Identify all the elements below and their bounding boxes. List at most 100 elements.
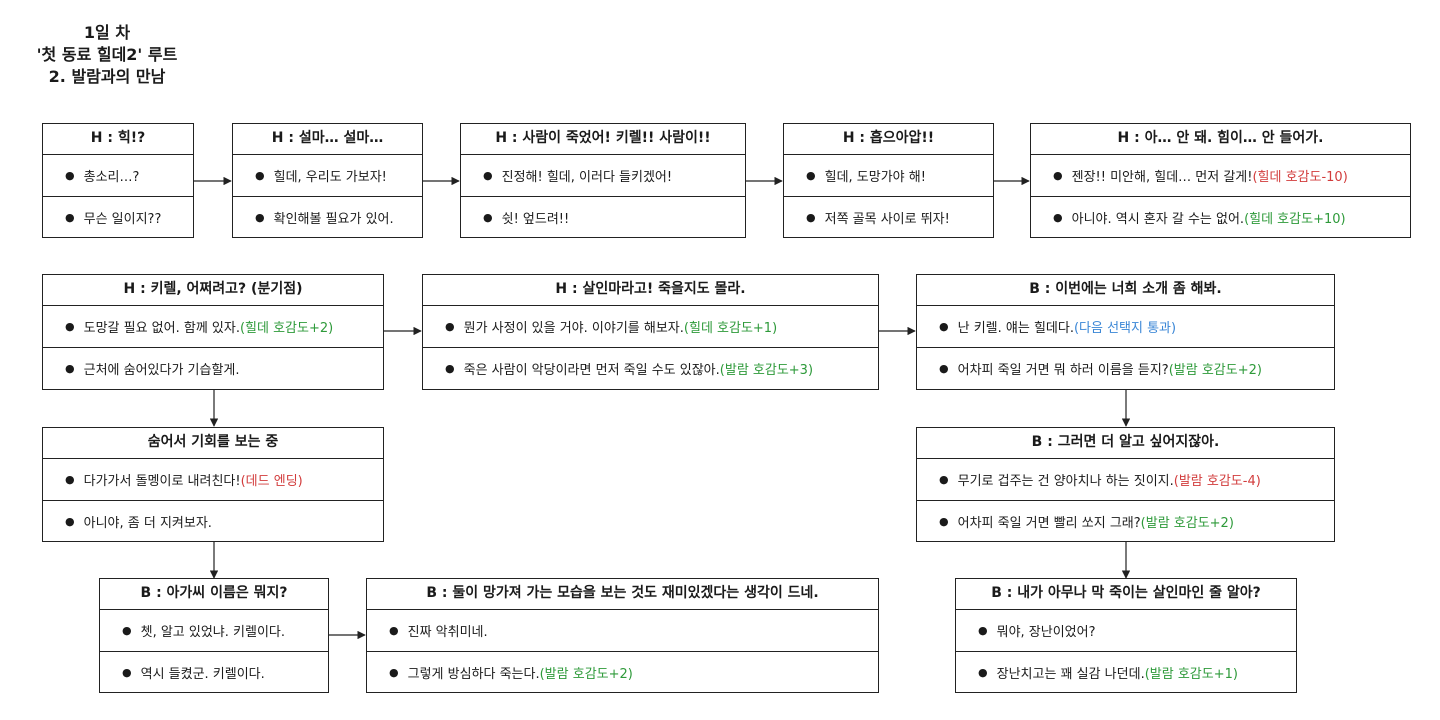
node-n11: B : 아가씨 이름은 뭐지? ●쳇, 알고 있었냐. 키렐이다. ●역시 들켰…	[99, 578, 329, 693]
choice-option[interactable]: ●진정해! 힐데, 이러다 들키겠어!	[461, 155, 745, 196]
choice-option[interactable]: ● 죽은 사람이 악당이라면 먼저 죽일 수도 있잖아. (발람 호감도+3)	[423, 347, 878, 389]
heading-route: '첫 동료 힐데2' 루트	[36, 45, 178, 64]
choice-option[interactable]: ●어차피 죽일 거면 뭐 하러 이름을 듣지? (발람 호감도+2)	[917, 347, 1334, 389]
choice-option[interactable]: ● 뭔가 사정이 있을 거야. 이야기를 해보자. (힐데 호감도+1)	[423, 306, 878, 347]
choice-text: 그렇게 방심하다 죽는다.	[407, 667, 540, 682]
affinity-effect: (발람 호감도+2)	[539, 667, 633, 682]
bullet-icon: ●	[65, 320, 75, 333]
choice-option[interactable]: ●다가가서 돌멩이로 내려친다! (데드 엔딩)	[43, 459, 383, 500]
choice-option[interactable]: ●역시 들켰군. 키렐이다.	[100, 651, 328, 693]
bullet-icon: ●	[389, 624, 399, 637]
affinity-effect: (발람 호감도+1)	[1144, 667, 1238, 682]
choice-option[interactable]: ● 진짜 악취미네.	[367, 610, 878, 651]
choice-text: 도망갈 필요 없어. 함께 있자.	[83, 321, 240, 336]
bullet-icon: ●	[445, 362, 455, 375]
choice-text: 다가가서 돌멩이로 내려친다!	[83, 474, 241, 489]
choice-text: 장난치고는 꽤 실감 나던데.	[996, 667, 1145, 682]
choice-option[interactable]: ●힐데, 도망가야 해!	[784, 155, 993, 196]
choice-text: 무슨 일이지??	[83, 212, 162, 227]
choice-option[interactable]: ●쳇, 알고 있었냐. 키렐이다.	[100, 610, 328, 651]
bullet-icon: ●	[483, 211, 493, 224]
affinity-effect: (다음 선택지 통과)	[1073, 321, 1177, 336]
choice-option[interactable]: ●확인해볼 필요가 있어.	[233, 196, 422, 238]
choice-text: 죽은 사람이 악당이라면 먼저 죽일 수도 있잖아.	[463, 363, 720, 378]
node-title: B : 둘이 망가져 가는 모습을 보는 것도 재미있겠다는 생각이 드네.	[367, 579, 878, 610]
node-title: 숨어서 기회를 보는 중	[43, 428, 383, 459]
bullet-icon: ●	[806, 211, 816, 224]
bullet-icon: ●	[939, 320, 949, 333]
choice-option[interactable]: ● 총소리…?	[43, 155, 193, 196]
choice-text: 어차피 죽일 거면 빨리 쏘지 그래?	[957, 516, 1141, 531]
bullet-icon: ●	[939, 515, 949, 528]
choice-text: 근처에 숨어있다가 기습할게.	[83, 363, 240, 378]
bullet-icon: ●	[65, 211, 75, 224]
bullet-icon: ●	[939, 473, 949, 486]
choice-option[interactable]: ●힐데, 우리도 가보자!	[233, 155, 422, 196]
choice-option[interactable]: ● 도망갈 필요 없어. 함께 있자. (힐데 호감도+2)	[43, 306, 383, 347]
node-n10: B : 그러면 더 알고 싶어지잖아. ●무기로 겁주는 건 양아치나 하는 짓…	[916, 427, 1335, 542]
affinity-effect: (힐데 호감도+10)	[1244, 212, 1346, 227]
node-n13: B : 내가 아무나 막 죽이는 살인마인 줄 알아? ●뭐야, 장난이었어? …	[955, 578, 1297, 693]
heading-day: 1일 차	[83, 23, 131, 42]
node-title: B : 아가씨 이름은 뭐지?	[100, 579, 328, 610]
bullet-icon: ●	[122, 624, 132, 637]
bullet-icon: ●	[65, 362, 75, 375]
bullet-icon: ●	[65, 169, 75, 182]
affinity-effect: (힐데 호감도+2)	[239, 321, 334, 336]
node-n2: H : 설마… 설마… ●힐데, 우리도 가보자! ●확인해볼 필요가 있어.	[232, 123, 423, 238]
node-n12: B : 둘이 망가져 가는 모습을 보는 것도 재미있겠다는 생각이 드네. ●…	[366, 578, 879, 693]
bullet-icon: ●	[1053, 211, 1063, 224]
choice-text: 아니야. 역시 혼자 갈 수는 없어.	[1071, 212, 1245, 227]
choice-text: 힐데, 우리도 가보자!	[273, 170, 387, 185]
heading-chapter: 2. 발람과의 만남	[48, 67, 166, 86]
bullet-icon: ●	[483, 169, 493, 182]
node-title: H : 힉!?	[43, 124, 193, 155]
bullet-icon: ●	[122, 666, 132, 679]
node-title: B : 이번에는 너희 소개 좀 해봐.	[917, 275, 1334, 306]
node-title: H : 사람이 죽었어! 키렐!! 사람이!!	[461, 124, 745, 155]
choice-text: 저쪽 골목 사이로 뛰자!	[824, 212, 950, 227]
affinity-effect: (발람 호감도-4)	[1173, 474, 1261, 489]
choice-option[interactable]: ● 무기로 겁주는 건 양아치나 하는 짓이지. (발람 호감도-4)	[917, 459, 1334, 500]
choice-option[interactable]: ● 쉿! 엎드려!!	[461, 196, 745, 238]
node-n6: H : 키렐, 어쩌려고? (분기점) ● 도망갈 필요 없어. 함께 있자. (…	[42, 274, 384, 390]
choice-text: 힐데, 도망가야 해!	[824, 170, 926, 185]
bullet-icon: ●	[65, 515, 75, 528]
choice-option[interactable]: ● 아니야, 좀 더 지켜보자.	[43, 500, 383, 542]
node-title: H : 아… 안 돼. 힘이… 안 들어가.	[1031, 124, 1410, 155]
choice-text: 아니야, 좀 더 지켜보자.	[83, 516, 212, 531]
affinity-effect: (힐데 호감도-10)	[1252, 170, 1348, 185]
affinity-effect: (발람 호감도+3)	[719, 363, 814, 378]
diagram-heading: 1일 차 '첫 동료 힐데2' 루트 2. 발람과의 만남	[12, 22, 202, 88]
node-n4: H : 흡으아압!! ●힐데, 도망가야 해! ●저쪽 골목 사이로 뛰자!	[783, 123, 994, 238]
node-title: H : 키렐, 어쩌려고? (분기점)	[43, 275, 383, 306]
node-title: H : 살인마라고! 죽을지도 몰라.	[423, 275, 878, 306]
choice-text: 젠장!! 미안해, 힐데… 먼저 갈게!	[1071, 170, 1253, 185]
bullet-icon: ●	[978, 624, 988, 637]
choice-option[interactable]: ● 근처에 숨어있다가 기습할게.	[43, 347, 383, 389]
choice-option[interactable]: ●젠장!! 미안해, 힐데… 먼저 갈게! (힐데 호감도-10)	[1031, 155, 1410, 196]
choice-text: 쉿! 엎드려!!	[501, 212, 570, 227]
bullet-icon: ●	[445, 320, 455, 333]
choice-option[interactable]: ● 무슨 일이지??	[43, 196, 193, 238]
node-title: H : 설마… 설마…	[233, 124, 422, 155]
choice-option[interactable]: ● 아니야. 역시 혼자 갈 수는 없어. (힐데 호감도+10)	[1031, 196, 1410, 238]
choice-option[interactable]: ● 저쪽 골목 사이로 뛰자!	[784, 196, 993, 238]
choice-text: 무기로 겁주는 건 양아치나 하는 짓이지.	[957, 474, 1174, 489]
choice-text: 뭔가 사정이 있을 거야. 이야기를 해보자.	[463, 321, 684, 336]
choice-option[interactable]: ● 뭐야, 장난이었어?	[956, 610, 1296, 651]
node-n8: B : 이번에는 너희 소개 좀 해봐. ●난 키렐. 얘는 힐데다. (다음 …	[916, 274, 1335, 390]
choice-text: 총소리…?	[83, 170, 140, 185]
choice-option[interactable]: ●어차피 죽일 거면 빨리 쏘지 그래? (발람 호감도+2)	[917, 500, 1334, 542]
affinity-effect: (힐데 호감도+1)	[683, 321, 778, 336]
choice-option[interactable]: ●그렇게 방심하다 죽는다. (발람 호감도+2)	[367, 651, 878, 693]
choice-option[interactable]: ●난 키렐. 얘는 힐데다. (다음 선택지 통과)	[917, 306, 1334, 347]
choice-text: 확인해볼 필요가 있어.	[273, 212, 394, 227]
node-n7: H : 살인마라고! 죽을지도 몰라. ● 뭔가 사정이 있을 거야. 이야기를 …	[422, 274, 879, 390]
choice-option[interactable]: ●장난치고는 꽤 실감 나던데. (발람 호감도+1)	[956, 651, 1296, 693]
node-title: B : 내가 아무나 막 죽이는 살인마인 줄 알아?	[956, 579, 1296, 610]
affinity-effect: (데드 엔딩)	[240, 474, 303, 489]
choice-text: 진짜 악취미네.	[407, 625, 488, 640]
choice-text: 뭐야, 장난이었어?	[996, 625, 1096, 640]
